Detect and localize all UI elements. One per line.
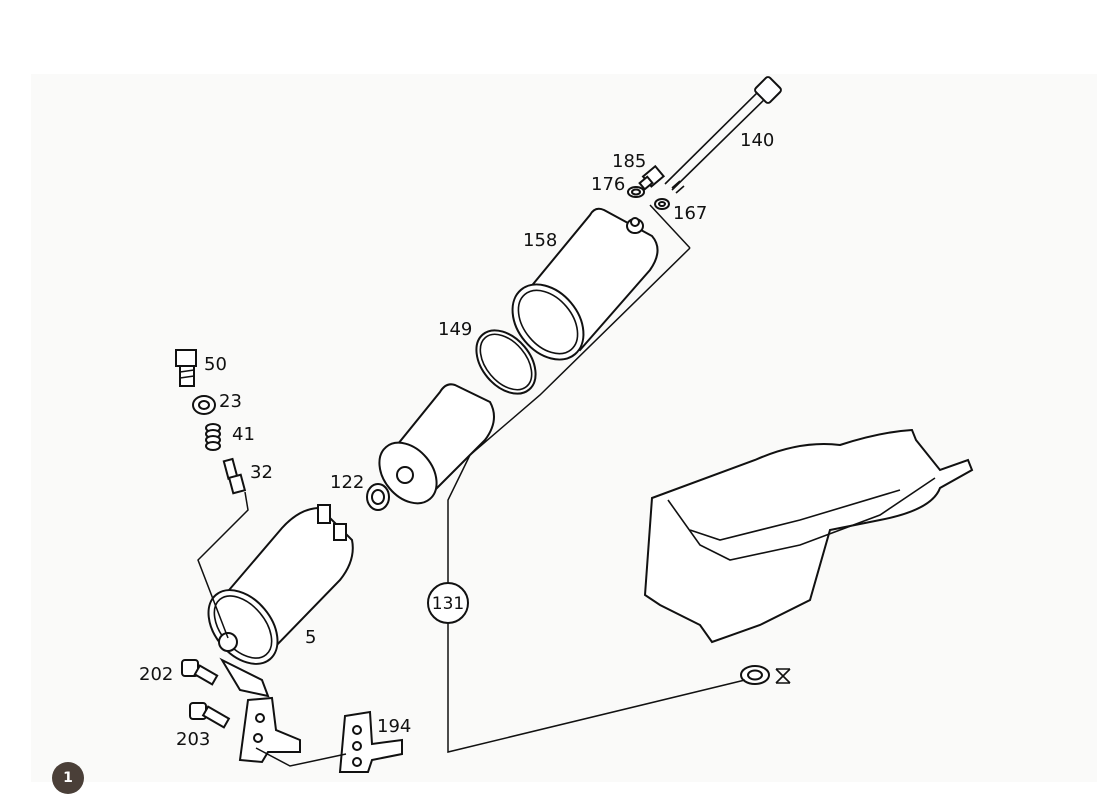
label-149: 149 <box>438 319 472 340</box>
label-50: 50 <box>204 354 227 375</box>
page-number-badge: 1 <box>52 762 84 794</box>
drain-washer[interactable] <box>740 665 770 685</box>
plug-50[interactable] <box>175 349 197 387</box>
label-23: 23 <box>219 391 242 412</box>
label-158: 158 <box>523 230 557 251</box>
bolt-202[interactable] <box>181 659 219 686</box>
label-41: 41 <box>232 424 255 445</box>
oil-pan <box>643 428 974 644</box>
seal-ring-176[interactable] <box>627 186 645 198</box>
valve-32[interactable] <box>222 457 247 495</box>
bracket-194[interactable] <box>338 710 403 773</box>
o-ring-149[interactable] <box>464 319 547 405</box>
label-122: 122 <box>330 472 364 493</box>
mount-bracket[interactable] <box>238 696 301 764</box>
label-5: 5 <box>305 627 316 648</box>
filter-element[interactable] <box>368 383 495 514</box>
torque-symbol-icon <box>775 668 791 684</box>
filter-housing-158[interactable] <box>498 207 659 374</box>
label-185: 185 <box>612 151 646 172</box>
label-32: 32 <box>250 462 273 483</box>
plug-185[interactable] <box>638 164 666 191</box>
seal-122[interactable] <box>366 483 390 511</box>
label-140: 140 <box>740 130 774 151</box>
callout-circle-131[interactable]: 131 <box>427 582 469 624</box>
seal-ring-167[interactable] <box>654 198 670 210</box>
callout-131-label: 131 <box>432 594 464 614</box>
leader-lines <box>197 204 746 767</box>
label-167: 167 <box>673 203 707 224</box>
label-203: 203 <box>176 729 210 750</box>
spring-41[interactable] <box>205 423 221 451</box>
label-194: 194 <box>377 716 411 737</box>
label-176: 176 <box>591 174 625 195</box>
label-202: 202 <box>139 664 173 685</box>
bolt-140[interactable] <box>664 76 782 194</box>
oil-filter-assembly-5[interactable] <box>195 504 354 698</box>
washer-23[interactable] <box>192 395 216 415</box>
bolt-203[interactable] <box>189 702 231 729</box>
